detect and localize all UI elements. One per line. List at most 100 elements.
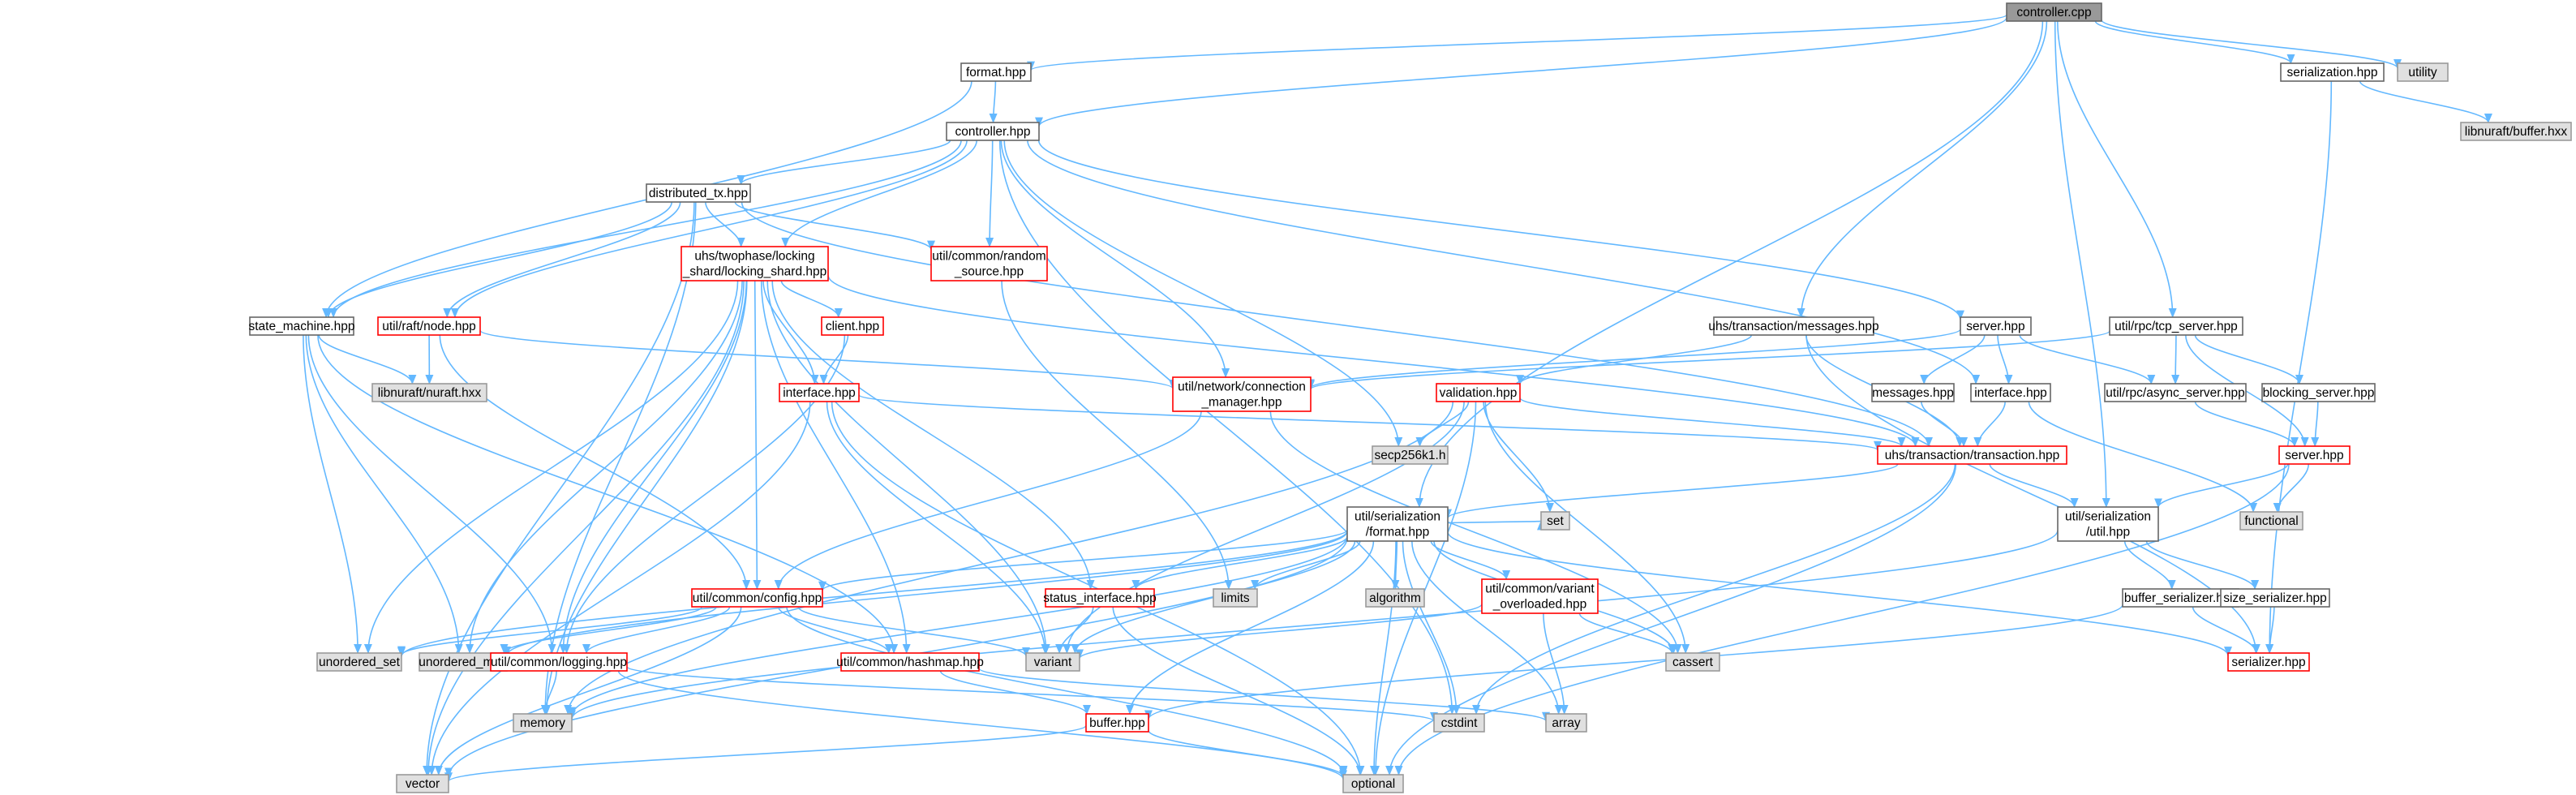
node-label: vector <box>406 777 440 791</box>
edge-hashmap-to-buffer_hpp <box>939 670 1091 715</box>
node-size-serializer[interactable]: size_serializer.hpp <box>2220 588 2330 608</box>
node-status-interface[interactable]: status_interface.hpp <box>1043 588 1157 608</box>
node-label: buffer.hpp <box>1089 716 1145 730</box>
node-layer: controller.cpp format.hpp serialization.hp… <box>249 2 2572 793</box>
node-box <box>2460 122 2572 141</box>
node-unordered-map[interactable]: unordered_map <box>419 652 508 672</box>
node-unordered-set[interactable]: unordered_set <box>316 652 402 672</box>
edge-controller_hpp-to-secp256k1 <box>1003 140 1403 447</box>
node-transaction[interactable]: uhs/transaction/transaction.hpp <box>1877 445 2067 465</box>
edge-locking_shard-to-unordered_set <box>363 280 739 654</box>
edge-distributed_tx-to-transaction <box>741 201 1933 447</box>
node-cstdint[interactable]: cstdint <box>1433 713 1485 733</box>
edge-interface_red-to-optional <box>831 401 1365 776</box>
node-label: server.hpp <box>1966 320 2024 333</box>
node-controller-hpp[interactable]: controller.hpp <box>946 122 1040 141</box>
node-blocking-server[interactable]: blocking_server.hpp <box>2261 383 2376 402</box>
edge-interface_hpp-to-functional <box>2028 401 2258 513</box>
node-config[interactable]: util/common/config.hpp <box>691 588 823 608</box>
edge-transaction-to-cstdint <box>1472 463 1956 715</box>
node-optional[interactable]: optional <box>1342 774 1404 793</box>
edge-server_hpp-to-interface_hpp <box>1997 334 2013 385</box>
node-box <box>2278 445 2351 465</box>
node-format-hpp[interactable]: format.hpp <box>960 62 1032 82</box>
edge-config-to-unordered_set <box>397 606 702 656</box>
node-libnuraft-nuraft[interactable]: libnuraft/nuraft.hxx <box>371 383 487 402</box>
node-label: secp256k1.h <box>1375 449 1446 462</box>
node-ser-format[interactable]: util/serialization/format.hpp <box>1346 506 1449 542</box>
node-state-machine[interactable]: state_machine.hpp <box>249 316 355 336</box>
node-box <box>1365 588 1425 608</box>
node-vector[interactable]: vector <box>396 774 449 793</box>
node-ser-util[interactable]: util/serialization/util.hpp <box>2057 506 2159 542</box>
node-box <box>1172 376 1312 412</box>
edge-interface_red-to-vector <box>427 401 811 776</box>
node-label: util/rpc/tcp_server.hpp <box>2114 320 2238 333</box>
node-variant-overloaded[interactable]: util/common/variant_overloaded.hpp <box>1481 578 1599 614</box>
node-box <box>1970 383 2051 402</box>
node-server-red[interactable]: server.hpp <box>2278 445 2351 465</box>
edge-ser_format-to-serializer <box>1447 531 2232 657</box>
node-controller-cpp[interactable]: controller.cpp <box>2006 2 2102 22</box>
node-interface-red[interactable]: interface.hpp <box>779 383 860 402</box>
node-label: util/common/config.hpp <box>693 591 822 605</box>
node-label: messages.hpp <box>1872 386 1954 400</box>
node-box <box>1665 652 1720 672</box>
edge-buffer_hpp-to-optional <box>1148 729 1347 778</box>
node-memory[interactable]: memory <box>513 713 573 733</box>
node-box <box>377 316 481 336</box>
node-interface-hpp[interactable]: interface.hpp <box>1970 383 2051 402</box>
node-raft-node[interactable]: util/raft/node.hpp <box>377 316 481 336</box>
node-random-source[interactable]: util/common/random_source.hpp <box>930 246 1048 281</box>
node-tcp-server[interactable]: util/rpc/tcp_server.hpp <box>2109 316 2243 336</box>
edge-ser_format-to-unordered_set <box>397 530 1348 658</box>
node-distributed-tx[interactable]: distributed_tx.hpp <box>646 183 751 203</box>
node-label: util/common/variant <box>1485 582 1595 596</box>
node-serializer[interactable]: serializer.hpp <box>2227 652 2310 672</box>
edge-validation-to-optional <box>1372 401 1477 776</box>
node-utility[interactable]: utility <box>2397 62 2449 82</box>
node-label: uhs/transaction/messages.hpp <box>1708 320 1878 333</box>
node-logging[interactable]: util/common/logging.hpp <box>490 652 628 672</box>
node-box <box>680 246 829 281</box>
node-conn-manager[interactable]: util/network/connection_manager.hpp <box>1172 376 1312 412</box>
node-cassert[interactable]: cassert <box>1665 652 1720 672</box>
node-box <box>1025 652 1080 672</box>
node-server-hpp[interactable]: server.hpp <box>1960 316 2032 336</box>
node-limits[interactable]: limits <box>1213 588 1258 608</box>
node-secp256k1[interactable]: secp256k1.h <box>1372 445 1449 465</box>
node-box <box>1213 588 1258 608</box>
edge-ser_util-to-size_serializer <box>2145 540 2260 590</box>
node-box <box>821 316 884 336</box>
node-label: variant <box>1034 655 1072 669</box>
node-variant[interactable]: variant <box>1025 652 1080 672</box>
node-async-server[interactable]: util/rpc/async_server.hpp <box>2104 383 2247 402</box>
node-libnuraft-buffer[interactable]: libnuraft/buffer.hxx <box>2460 122 2572 141</box>
node-serialization-hpp[interactable]: serialization.hpp <box>2280 62 2385 82</box>
node-client-hpp[interactable]: client.hpp <box>821 316 884 336</box>
node-box <box>513 713 573 733</box>
node-buffer-hpp[interactable]: buffer.hpp <box>1085 713 1149 733</box>
node-label: util/serialization <box>1355 510 1440 524</box>
node-validation[interactable]: validation.hpp <box>1436 383 1521 402</box>
node-locking-shard[interactable]: uhs/twophase/locking_shard/locking_shard… <box>680 246 829 281</box>
edge-controller_hpp-to-interface_hpp <box>1027 140 1980 385</box>
node-box <box>2006 2 2102 22</box>
edge-state_machine-to-hashmap <box>317 334 899 654</box>
node-hashmap[interactable]: util/common/hashmap.hpp <box>836 652 984 672</box>
edge-controller_hpp-to-state_machine <box>329 140 962 318</box>
node-set[interactable]: set <box>1540 511 1570 531</box>
node-label: util/common/hashmap.hpp <box>836 655 984 669</box>
node-array[interactable]: array <box>1545 713 1587 733</box>
node-label: libnuraft/buffer.hxx <box>2465 125 2568 139</box>
node-functional[interactable]: functional <box>2239 511 2303 531</box>
node-box <box>316 652 402 672</box>
edge-interface_red-to-transaction <box>858 393 1882 451</box>
node-label: blocking_server.hpp <box>2263 386 2375 400</box>
node-algorithm[interactable]: algorithm <box>1365 588 1425 608</box>
node-messages-hpp[interactable]: messages.hpp <box>1871 383 1955 402</box>
node-uhs-messages[interactable]: uhs/transaction/messages.hpp <box>1708 316 1879 336</box>
node-box <box>1540 511 1570 531</box>
node-box <box>2397 62 2449 82</box>
edge-tcp_server-to-async_server <box>2171 334 2180 385</box>
